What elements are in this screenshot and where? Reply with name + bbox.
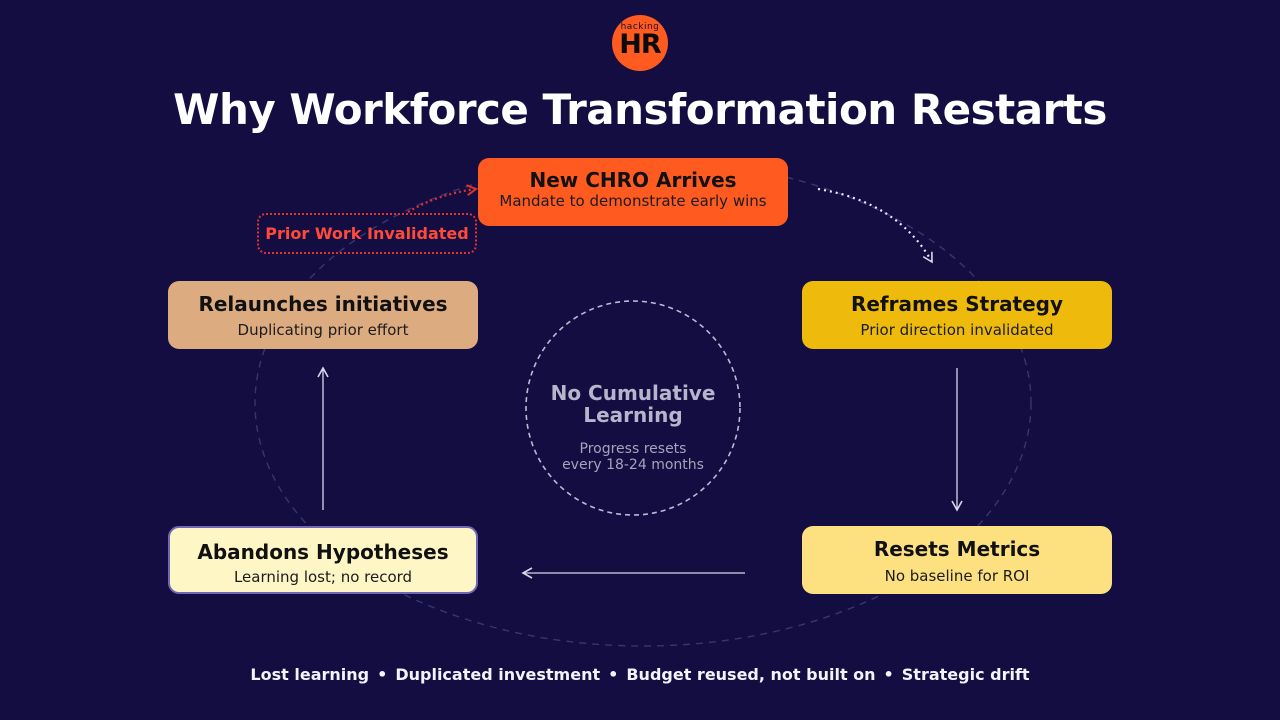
hacking-hr-logo: hacking HR <box>612 15 668 71</box>
node-subtitle: Duplicating prior effort <box>237 321 409 339</box>
node-resets-metrics: Resets Metrics No baseline for ROI <box>802 526 1112 594</box>
node-subtitle: Learning lost; no record <box>233 568 413 586</box>
arrow-new-to-reframes <box>817 187 933 264</box>
center-title: No Cumulative Learning <box>532 382 734 426</box>
center-circle <box>525 300 741 516</box>
node-subtitle: Prior direction invalidated <box>860 321 1054 339</box>
center-title-line: Learning <box>583 403 683 427</box>
logo-small-text: hacking <box>620 22 660 32</box>
footer-item: Budget reused, not built on <box>626 665 876 684</box>
center-sub-line: every 18-24 months <box>562 457 704 473</box>
footer-separator: • <box>883 665 894 684</box>
node-title: Reframes Strategy <box>850 292 1064 316</box>
node-title: Resets Metrics <box>873 537 1041 561</box>
footer-consequences: Lost learning • Duplicated investment • Budg… <box>0 664 1280 686</box>
node-new-chro: New CHRO Arrives Mandate to demonstrate … <box>478 158 788 226</box>
logo-main-text: HR <box>619 29 661 60</box>
center-sub-line: Progress resets <box>579 441 687 457</box>
footer-separator: • <box>377 665 388 684</box>
node-title: Relaunches initiatives <box>198 292 448 316</box>
node-relaunches-initiatives: Relaunches initiatives Duplicating prior… <box>168 281 478 349</box>
node-reframes-strategy: Reframes Strategy Prior direction invali… <box>802 281 1112 349</box>
node-title: New CHRO Arrives <box>529 168 737 192</box>
center-subtitle: Progress resets every 18-24 months <box>532 441 734 473</box>
prior-work-invalidated-tag: Prior Work Invalidated <box>257 213 477 254</box>
node-abandons-hypotheses: Abandons Hypotheses Learning lost; no re… <box>168 526 478 594</box>
center-title-line: No Cumulative <box>550 381 716 405</box>
cycle-ellipse <box>254 159 1032 647</box>
footer-item: Lost learning <box>250 665 370 684</box>
node-subtitle: Mandate to demonstrate early wins <box>499 192 767 210</box>
footer-item: Duplicated investment <box>395 665 601 684</box>
node-title: Abandons Hypotheses <box>197 540 449 564</box>
page-title: Why Workforce Transformation Restarts <box>173 85 1107 134</box>
footer-item: Strategic drift <box>901 665 1030 684</box>
node-subtitle: No baseline for ROI <box>884 567 1030 585</box>
footer-separator: • <box>608 665 619 684</box>
arrow-invalidated-to-new <box>407 189 476 213</box>
